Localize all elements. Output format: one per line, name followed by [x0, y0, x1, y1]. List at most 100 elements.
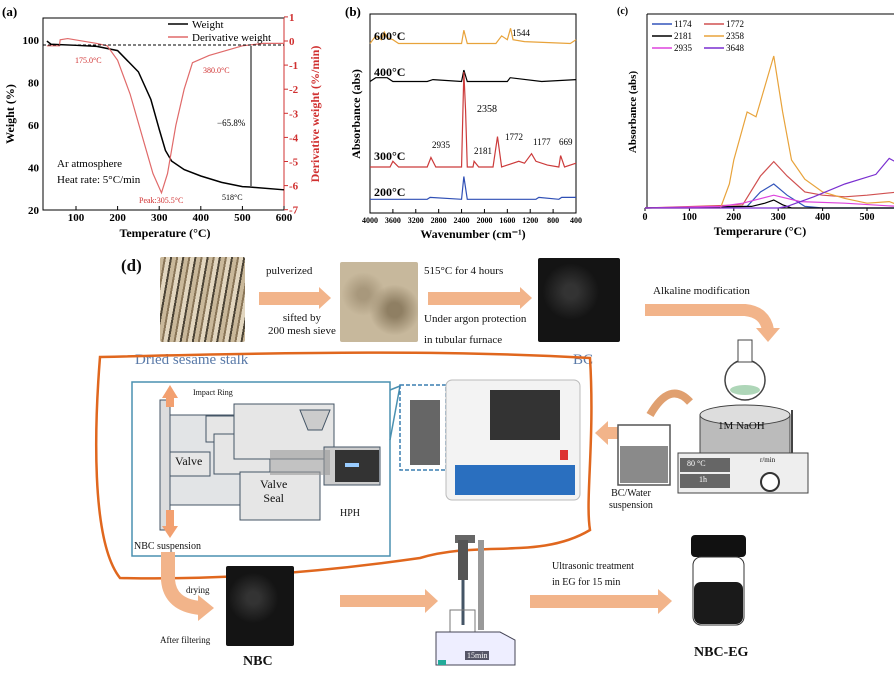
- bc-photo: [538, 258, 620, 342]
- panel-label-a: (a): [2, 4, 17, 19]
- label-valve: Valve: [175, 454, 203, 468]
- peak-669: 669: [559, 137, 573, 147]
- label-drying: drying: [186, 585, 210, 595]
- down-arrow: [162, 526, 178, 538]
- valve-seal-2: Seal: [263, 490, 284, 505]
- label-nbc: NBC: [243, 654, 273, 669]
- legend-label-1772: 1772: [726, 19, 744, 29]
- chart-b-ylabel: Absorbance (abs): [349, 69, 363, 159]
- step-furnace: in tubular furnace: [424, 334, 503, 346]
- alkaline-arrow: [645, 304, 774, 332]
- chart-b-xlabel: Wavenumber (cm⁻¹): [420, 227, 525, 241]
- legend-label-2358: 2358: [726, 31, 745, 41]
- x-tick-label: 2400: [454, 216, 470, 225]
- derivative-line: [46, 37, 284, 195]
- arrow-1: [259, 292, 319, 305]
- spectrum-300°C: [370, 71, 577, 168]
- annot-518: 518°C: [222, 193, 243, 202]
- rpm-dial: [760, 472, 780, 492]
- label-hph: HPH: [340, 508, 361, 519]
- y-tick-label: 40: [28, 163, 40, 175]
- y-right-tick-label: -6: [289, 181, 299, 193]
- x-tick-label: 3600: [385, 216, 401, 225]
- x-tick-label: 100: [68, 212, 85, 224]
- chart-a-xlabel: Temperature (°C): [119, 226, 210, 240]
- label-rpm: r/min: [760, 456, 776, 464]
- legend-label-2181: 2181: [674, 31, 692, 41]
- diagram-graphics: [94, 304, 809, 666]
- annot-380: 380.0°C: [203, 66, 230, 75]
- label-time: 1h: [699, 475, 707, 484]
- powder-photo: [340, 262, 418, 342]
- sonicator: [435, 631, 516, 666]
- vial-cap: [691, 535, 746, 557]
- valve-seal: [239, 471, 321, 521]
- label-ultrasonic: Ultrasonic treatment: [552, 561, 634, 572]
- label-nbc-eg: NBC-EG: [694, 645, 749, 660]
- x-tick-label: 1200: [522, 216, 538, 225]
- panel-label-d: (d): [121, 256, 142, 275]
- spectrum-label-300: 300°C: [374, 149, 405, 163]
- series-2181: [644, 199, 894, 209]
- y-right-tick-label: -1: [289, 60, 298, 72]
- step-temperature: 515°C for 4 hours: [424, 265, 504, 277]
- chart-a-ylabel-right: Derivative weight (%/min): [308, 46, 322, 183]
- peak-1177: 1177: [533, 137, 551, 147]
- spectrum-label-400: 400°C: [374, 65, 405, 79]
- spectrum-400°C: [369, 69, 577, 83]
- x-tick-label: 100: [682, 212, 697, 223]
- x-tick-label: 600: [276, 212, 293, 224]
- arrow-to-sonicator: [340, 595, 425, 607]
- y-tick-label: 100: [23, 35, 40, 47]
- legend-label-2935: 2935: [674, 43, 693, 53]
- up-arrow: [162, 385, 178, 398]
- x-tick-label: 300: [151, 212, 168, 224]
- x-tick-label: 400: [815, 212, 830, 223]
- chart-b-frame: [369, 13, 577, 214]
- spectrum-label-600: 600°C: [374, 29, 405, 43]
- step-pulverized: pulverized: [266, 265, 313, 277]
- annot-loss: −65.8%: [217, 118, 246, 128]
- suspension-2: suspension: [609, 499, 653, 511]
- annot-peak: Peak:305.5°C: [139, 196, 183, 205]
- label-naoh: 1M NaOH: [718, 420, 765, 432]
- x-tick-label: 3200: [408, 216, 424, 225]
- label-eg: in EG for 15 min: [552, 577, 621, 588]
- step-argon: Under argon protection: [424, 313, 527, 325]
- peak-2935: 2935: [432, 140, 451, 150]
- sesame-stalk-photo: [160, 257, 245, 342]
- y-tick-label: 80: [28, 78, 40, 90]
- alkaline-arrow-head: [756, 328, 780, 342]
- x-tick-label: 4000: [362, 216, 378, 225]
- bc-label: BC: [573, 352, 594, 368]
- y-tick-label: 60: [28, 120, 40, 132]
- step-sifted-2: 200 mesh sieve: [268, 324, 336, 337]
- valve: [169, 451, 211, 477]
- y-right-tick-label: -3: [289, 108, 299, 120]
- x-tick-label: 400: [193, 212, 210, 224]
- peak-2181: 2181: [474, 146, 492, 156]
- series-1772: [644, 160, 894, 209]
- series-2935: [644, 194, 894, 209]
- x-tick-label: 0: [643, 212, 648, 223]
- arrow-2-head: [520, 287, 532, 309]
- x-tick-label: 200: [109, 212, 126, 224]
- chart-c-ylabel: Absorbance (abs): [627, 71, 639, 154]
- suspension-1: BC/Water: [611, 488, 651, 499]
- legend-label-1174: 1174: [674, 19, 692, 29]
- peak-2358: 2358: [477, 104, 497, 115]
- y-right-tick-label: -4: [289, 132, 299, 144]
- step-sifted-1: sifted by: [282, 312, 322, 324]
- nbc-photo: [226, 566, 294, 646]
- y-right-tick-label: -5: [289, 157, 299, 169]
- series-3648: [645, 157, 894, 209]
- arrow-2: [428, 292, 520, 305]
- valve-seal-1: Valve: [260, 477, 288, 491]
- peak-1772: 1772: [505, 132, 523, 142]
- x-tick-label: 400: [570, 216, 582, 225]
- hph-outline: [94, 351, 593, 580]
- x-tick-label: 1600: [499, 216, 515, 225]
